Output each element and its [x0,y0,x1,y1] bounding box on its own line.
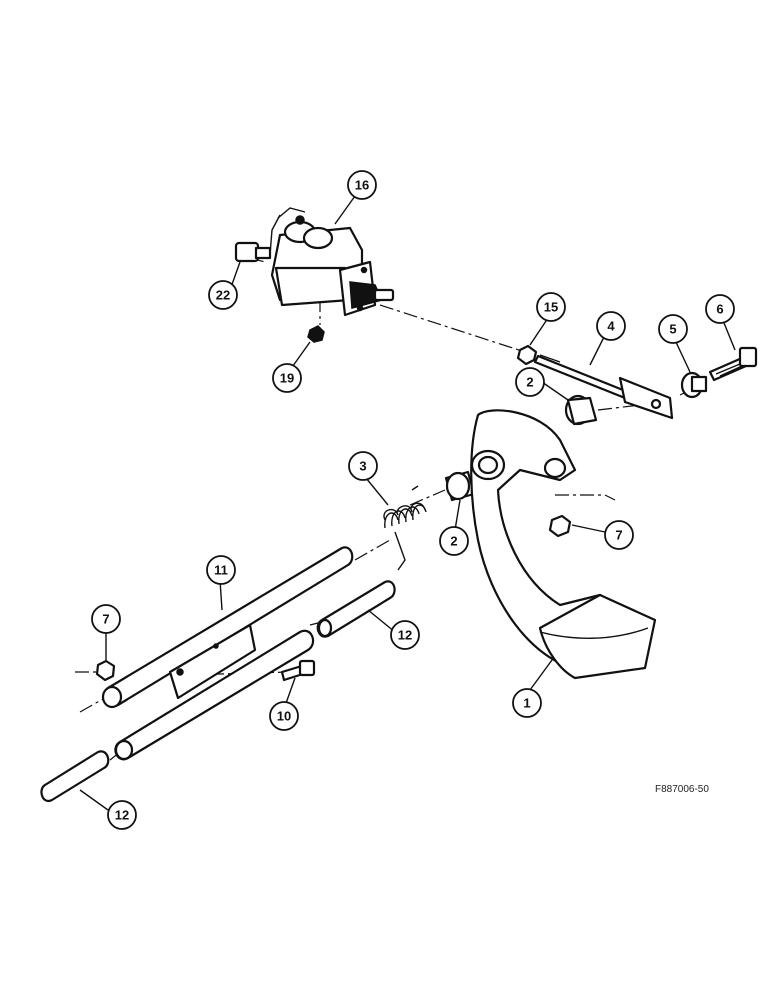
nut-7-right [548,514,572,538]
svg-text:11: 11 [214,563,228,578]
svg-text:12: 12 [398,628,412,643]
svg-text:2: 2 [450,534,457,549]
bushing-2-lower [444,470,476,502]
callout-12-lower: 12 [107,800,137,830]
svg-text:19: 19 [280,371,294,386]
callout-10: 10 [269,701,299,731]
callout-2-upper: 2 [515,367,545,397]
callout-6: 6 [705,294,735,324]
svg-text:10: 10 [277,709,291,724]
callout-7-left: 7 [91,604,121,634]
push-rod [533,354,674,420]
callout-5: 5 [658,314,688,344]
cross-shaft [101,546,354,761]
callout-3: 3 [348,451,378,481]
svg-text:5: 5 [669,322,676,337]
nut-19 [307,325,325,343]
callout-15: 15 [536,292,566,322]
callout-22: 22 [208,280,238,310]
svg-text:7: 7 [615,528,622,543]
fitting-22 [234,241,272,263]
bolt-10 [280,659,316,682]
sleeve-12-upper [316,580,396,638]
bushing-2-upper [564,394,598,426]
svg-text:16: 16 [355,178,369,193]
sleeve-12-lower [40,750,110,803]
return-spring [383,485,427,571]
callout-1: 1 [512,688,542,718]
callout-2-lower: 2 [439,526,469,556]
callout-19: 19 [272,363,302,393]
master-cylinder [269,207,395,317]
figure-code: F887006-50 [655,784,709,795]
svg-text:12: 12 [115,808,129,823]
nut-7-left [95,659,116,682]
svg-text:1: 1 [523,696,530,711]
svg-text:4: 4 [607,319,615,334]
callout-16: 16 [347,170,377,200]
svg-text:2: 2 [526,375,533,390]
callout-4: 4 [596,311,626,341]
bolt-6 [708,346,758,382]
svg-text:3: 3 [359,459,366,474]
callout-11: 11 [206,555,236,585]
svg-text:7: 7 [102,612,109,627]
callout-12-upper: 12 [390,620,420,650]
nut-15 [516,344,538,366]
svg-text:6: 6 [716,302,723,317]
svg-text:15: 15 [544,300,558,315]
clutch-pedal [470,409,657,680]
svg-text:22: 22 [216,288,230,303]
bushing-5 [680,371,708,399]
leader-lines [79,195,736,811]
callout-7-right: 7 [604,520,634,550]
